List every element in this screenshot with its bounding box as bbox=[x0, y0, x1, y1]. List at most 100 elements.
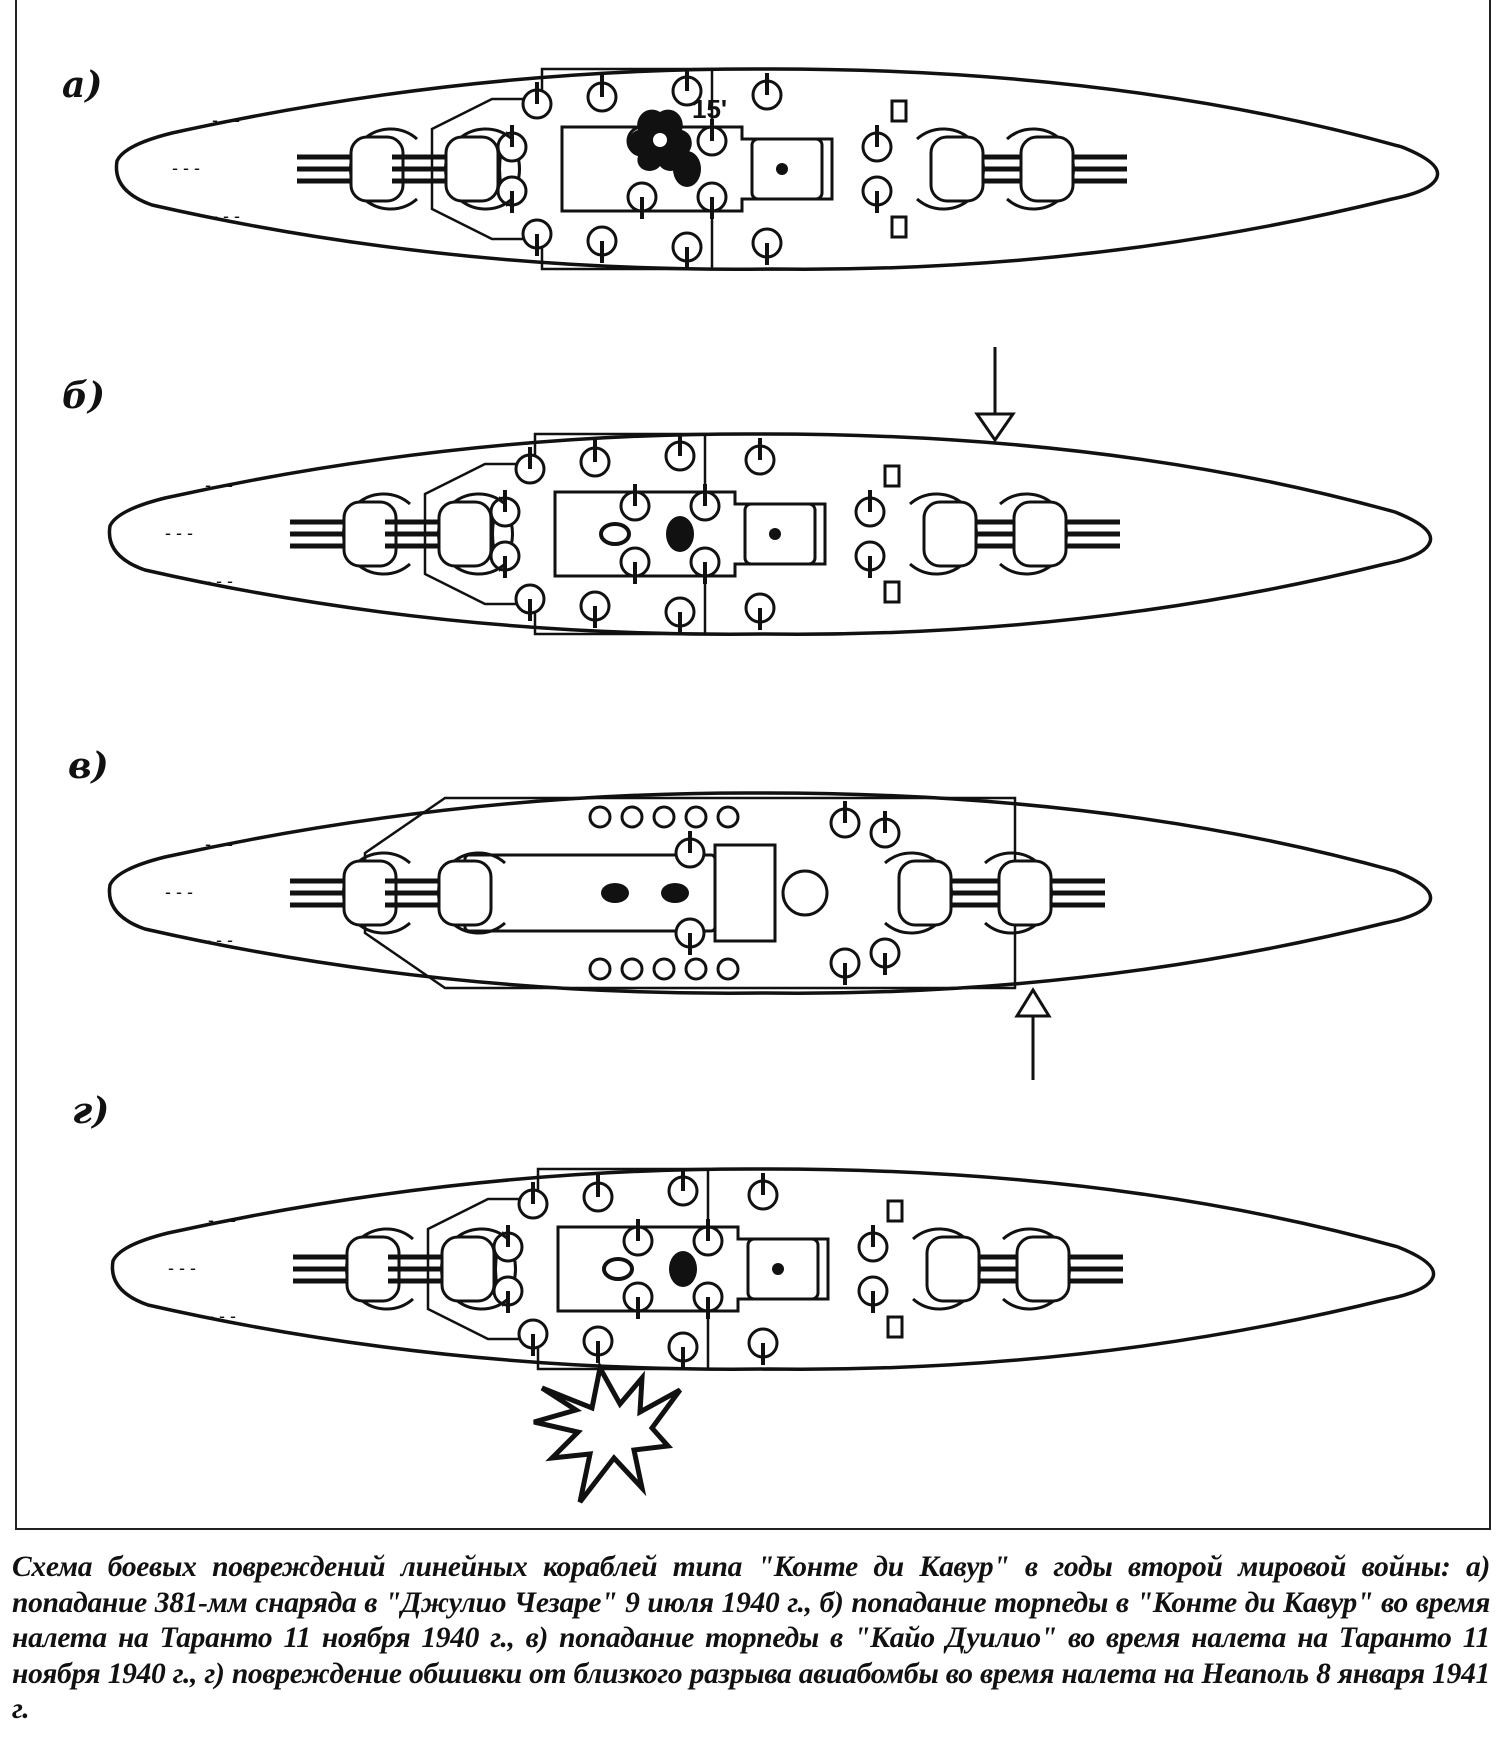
secondary-gun-mount bbox=[857, 1225, 889, 1263]
secondary-gun-mount bbox=[869, 811, 901, 849]
turret-housing bbox=[922, 500, 978, 568]
turret-housing bbox=[444, 135, 500, 203]
director bbox=[781, 869, 829, 917]
secondary-gun-mount bbox=[664, 434, 696, 472]
secondary-gun-mount bbox=[854, 540, 886, 578]
turret-x bbox=[884, 851, 1005, 935]
mast bbox=[776, 163, 788, 175]
ship-a-cesare: - - -- - -- - - bbox=[114, 67, 1440, 271]
secondary-gun-mount bbox=[861, 175, 893, 213]
turret-y bbox=[999, 492, 1120, 576]
aa-mount bbox=[652, 805, 676, 829]
funnel bbox=[602, 1257, 634, 1281]
citadel-outline bbox=[363, 796, 1017, 990]
secondary-gun-mount bbox=[751, 227, 783, 265]
torpedo-hit-arrow-c bbox=[1014, 987, 1052, 1080]
deck-marking: - - - bbox=[205, 930, 233, 950]
deck-marking: - - - bbox=[165, 523, 193, 543]
secondary-gun-mount bbox=[751, 73, 783, 111]
secondary-gun-mount bbox=[619, 546, 651, 584]
secondary-gun-mount bbox=[582, 1175, 614, 1213]
secondary-gun-mount bbox=[492, 1225, 524, 1263]
secondary-gun-mount bbox=[674, 917, 706, 955]
secondary-gun-mount bbox=[744, 438, 776, 476]
secondary-gun-mount bbox=[517, 1318, 549, 1356]
turret-a bbox=[290, 851, 411, 935]
secondary-gun-mount bbox=[492, 1275, 524, 1313]
secondary-gun-mount bbox=[674, 831, 706, 869]
deck-marking: - - - bbox=[208, 1210, 236, 1230]
ship-c-duilio: - - -- - -- - - bbox=[107, 791, 1433, 995]
turret-housing bbox=[925, 1235, 981, 1303]
turret-housing bbox=[440, 1235, 496, 1303]
aa-mount bbox=[716, 805, 740, 829]
torpedo-hit-arrow-b bbox=[974, 347, 1016, 443]
secondary-gun-mount bbox=[579, 440, 611, 478]
turret-housing bbox=[1019, 135, 1075, 203]
light-gun bbox=[890, 99, 908, 123]
aa-mount bbox=[588, 805, 612, 829]
light-gun bbox=[886, 1315, 904, 1339]
aa-mount bbox=[620, 805, 644, 829]
turret-y bbox=[984, 851, 1105, 935]
secondary-gun-mount bbox=[664, 596, 696, 634]
turret-y bbox=[1006, 127, 1127, 211]
deck-marking: - - - bbox=[212, 206, 240, 226]
deck-marking: - - - bbox=[205, 834, 233, 854]
turret-housing bbox=[997, 859, 1053, 927]
panel-label-a: а) bbox=[62, 64, 103, 106]
ship-b-cavour: - - -- - -- - - bbox=[107, 432, 1433, 636]
secondary-gun-mount bbox=[869, 937, 901, 975]
deck-marking: - - - bbox=[212, 110, 240, 130]
panel-label-b: б) bbox=[62, 375, 106, 417]
secondary-gun-mount bbox=[861, 125, 893, 163]
funnel bbox=[666, 516, 694, 552]
ship-d-cesare: - - - - - - - - - bbox=[110, 1167, 1436, 1371]
turret-a bbox=[293, 1227, 414, 1311]
secondary-gun-mount bbox=[747, 1173, 779, 1211]
deck-marking: - - - bbox=[168, 1258, 196, 1278]
panel-label-d: г) bbox=[72, 1090, 110, 1132]
secondary-gun-mount bbox=[586, 225, 618, 263]
secondary-gun-mount bbox=[857, 1275, 889, 1313]
turret-x bbox=[916, 127, 1037, 211]
turret-housing bbox=[929, 135, 985, 203]
bridge bbox=[713, 843, 777, 943]
turret-b bbox=[385, 851, 506, 935]
secondary-gun-mount bbox=[689, 546, 721, 584]
turret-b bbox=[385, 492, 506, 576]
turret-housing bbox=[897, 859, 953, 927]
turret-a bbox=[297, 127, 418, 211]
figure-frame bbox=[15, 0, 1491, 1530]
turret-b bbox=[392, 127, 513, 211]
secondary-gun-mount bbox=[619, 484, 651, 522]
turret-housing bbox=[437, 500, 493, 568]
light-gun bbox=[886, 1199, 904, 1223]
secondary-gun-mount bbox=[667, 1169, 699, 1207]
light-gun bbox=[883, 580, 901, 604]
deck-marking: - - - bbox=[208, 1306, 236, 1326]
figure-caption: Схема боевых повреждений линейных корабл… bbox=[12, 1551, 1490, 1725]
explosion-icon bbox=[533, 1360, 683, 1504]
secondary-gun-mount bbox=[622, 1281, 654, 1319]
secondary-gun-mount bbox=[671, 231, 703, 269]
deck-marking: - - - bbox=[205, 571, 233, 591]
secondary-gun-mount bbox=[514, 447, 546, 485]
aa-mount bbox=[620, 957, 644, 981]
light-gun bbox=[890, 215, 908, 239]
secondary-gun-mount bbox=[696, 181, 728, 219]
funnel bbox=[669, 1251, 697, 1287]
funnel bbox=[601, 883, 629, 903]
aa-mount bbox=[716, 957, 740, 981]
turret-housing bbox=[437, 859, 493, 927]
funnel bbox=[661, 883, 689, 903]
secondary-gun-mount bbox=[521, 218, 553, 256]
aa-mount bbox=[588, 957, 612, 981]
turret-y bbox=[1002, 1227, 1123, 1311]
secondary-gun-mount bbox=[517, 1182, 549, 1220]
secondary-gun-mount bbox=[579, 590, 611, 628]
secondary-gun-mount bbox=[829, 947, 861, 985]
secondary-gun-mount bbox=[514, 583, 546, 621]
aa-mount bbox=[684, 957, 708, 981]
